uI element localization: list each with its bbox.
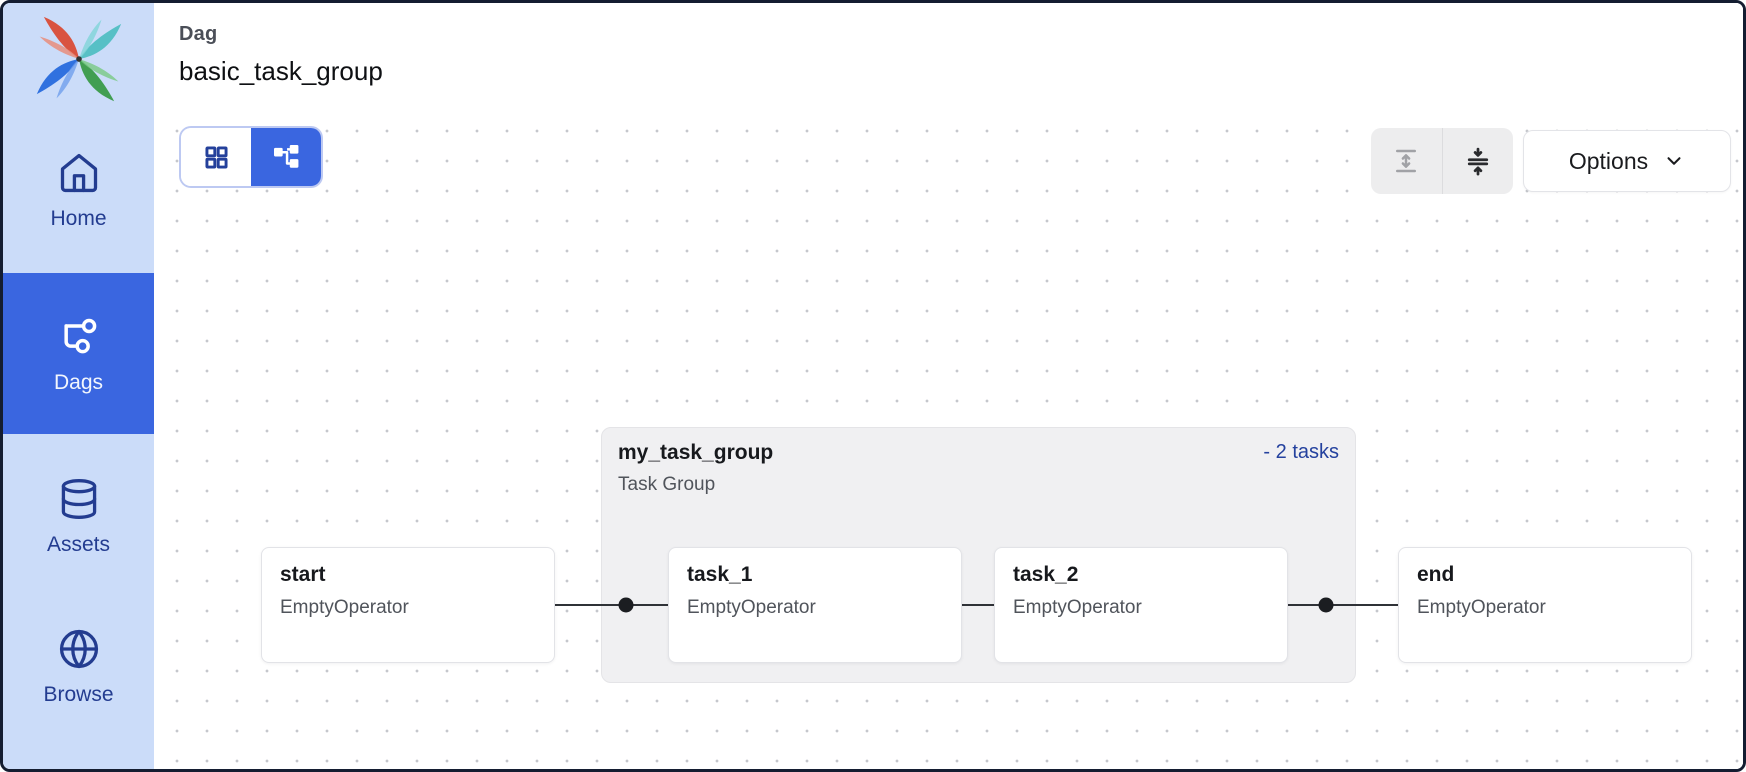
home-icon — [60, 153, 97, 193]
dag-branch-icon — [63, 318, 96, 353]
main-panel: Dag basic_task_group my_task_group Task … — [154, 3, 1743, 769]
expand-all-button[interactable] — [1371, 128, 1443, 194]
options-label: Options — [1568, 147, 1649, 174]
graph-view-button[interactable] — [251, 128, 321, 186]
task-node-title: end — [1417, 563, 1455, 586]
sidebar-item-label: Home — [50, 207, 107, 230]
sidebar-item-label: Assets — [46, 533, 111, 556]
task-group-subtitle: Task Group — [618, 474, 716, 495]
sidebar-item-assets[interactable]: Assets — [3, 441, 154, 591]
airflow-pinwheel-logo[interactable] — [34, 14, 124, 104]
graph-canvas[interactable]: my_task_group Task Group - 2 tasks start… — [154, 103, 1743, 769]
sidebar-item-label: Dags — [53, 370, 104, 394]
task-node-operator: EmptyOperator — [1013, 597, 1142, 618]
collapse-all-button[interactable] — [1443, 128, 1514, 194]
options-button[interactable]: Options — [1523, 130, 1731, 192]
page-title: basic_task_group — [179, 56, 383, 86]
task-node-title: start — [280, 563, 326, 586]
task-group-title: my_task_group — [618, 441, 774, 464]
sidebar-item-home[interactable]: Home — [3, 111, 154, 269]
task-node-task-1[interactable]: task_1 EmptyOperator — [668, 547, 962, 663]
task-node-operator: EmptyOperator — [687, 597, 816, 618]
sidebar-item-label: Browse — [43, 683, 114, 706]
database-icon — [61, 479, 96, 519]
chevron-down-icon — [1667, 157, 1681, 165]
sidebar-item-browse[interactable]: Browse — [3, 591, 154, 741]
grid-view-icon — [204, 145, 228, 169]
task-node-start[interactable]: start EmptyOperator — [261, 547, 555, 663]
page-header: Dag basic_task_group — [154, 3, 1743, 103]
collapse-all-icon — [1467, 147, 1488, 176]
task-node-title: task_1 — [687, 563, 753, 586]
task-node-end[interactable]: end EmptyOperator — [1398, 547, 1692, 663]
globe-icon — [59, 629, 98, 669]
task-node-task-2[interactable]: task_2 EmptyOperator — [994, 547, 1288, 663]
task-group-collapse-badge[interactable]: - 2 tasks — [1263, 441, 1339, 463]
sidebar-item-dags[interactable]: Dags — [3, 273, 154, 434]
expand-collapse-group — [1371, 128, 1513, 194]
view-toggle-group — [181, 128, 321, 186]
grid-view-button[interactable] — [181, 128, 251, 186]
task-node-operator: EmptyOperator — [280, 597, 409, 618]
task-node-operator: EmptyOperator — [1417, 597, 1546, 618]
sidebar: Home Dags Assets — [3, 3, 154, 769]
page-eyebrow: Dag — [179, 23, 218, 45]
graph-view-icon — [273, 144, 298, 168]
task-node-title: task_2 — [1013, 563, 1079, 586]
expand-all-icon — [1396, 149, 1417, 173]
